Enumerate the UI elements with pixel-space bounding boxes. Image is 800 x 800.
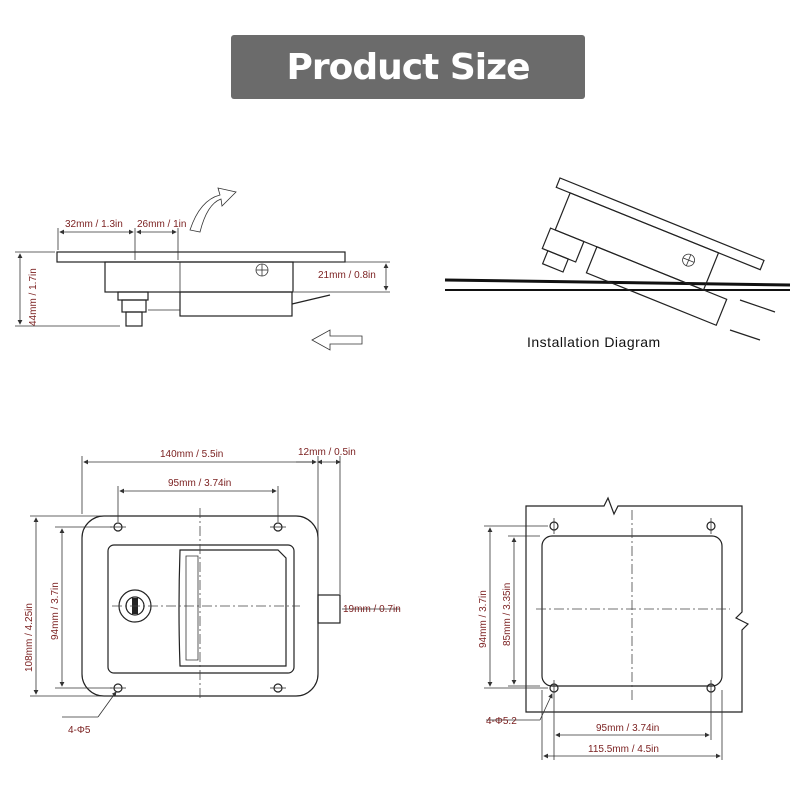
cutout-holes-label: 4-Φ5.2 [486, 716, 517, 727]
page-title: Product Size [286, 46, 531, 88]
dim-26mm: 26mm / 1in [137, 219, 186, 230]
dim-108mm: 108mm / 4.25in [24, 603, 35, 672]
dim-95mm: 95mm / 3.74in [168, 478, 231, 489]
side-latch-bar [179, 291, 293, 317]
dim-140mm: 140mm / 5.5in [160, 449, 223, 460]
cutout-dim-94mm: 94mm / 3.7in [478, 590, 489, 648]
side-body [104, 261, 294, 293]
mount-holes [110, 522, 286, 693]
cutout-panel [525, 496, 750, 713]
dim-94mm: 94mm / 3.7in [50, 582, 61, 640]
cutout-view: 94mm / 3.7in 85mm / 3.35in 4-Φ5.2 95mm /… [478, 496, 750, 760]
side-view: 32mm / 1.3in 26mm / 1in 44mm / 1.7in 21m… [15, 187, 390, 351]
cutout-dim-115mm: 115.5mm / 4.5in [588, 744, 659, 755]
holes-label: 4-Φ5 [68, 725, 91, 736]
installation-view: Installation Diagram [444, 177, 791, 350]
installation-caption: Installation Diagram [527, 334, 661, 350]
dim-12mm: 12mm / 0.5in [298, 447, 356, 458]
front-view: 140mm / 5.5in 12mm / 0.5in 95mm / 3.74in… [24, 447, 401, 736]
dim-19mm: 19mm / 0.7in [343, 604, 401, 615]
side-lock-cylinder [117, 291, 149, 301]
cutout-holes [549, 518, 716, 760]
rotate-arrow-icon [189, 187, 237, 233]
side-flange [56, 251, 346, 263]
dim-44mm: 44mm / 1.7in [28, 268, 39, 326]
cutout-dim-85mm: 85mm / 3.35in [502, 583, 513, 646]
cutout-dim-95mm: 95mm / 3.74in [596, 723, 659, 734]
dim-32mm: 32mm / 1.3in [65, 219, 123, 230]
push-arrow-icon [311, 329, 363, 351]
dim-21mm: 21mm / 0.8in [318, 270, 376, 281]
front-recess [107, 544, 295, 674]
latch-bolt [317, 594, 341, 624]
title-banner: Product Size [231, 35, 585, 99]
paddle-handle [178, 549, 287, 667]
